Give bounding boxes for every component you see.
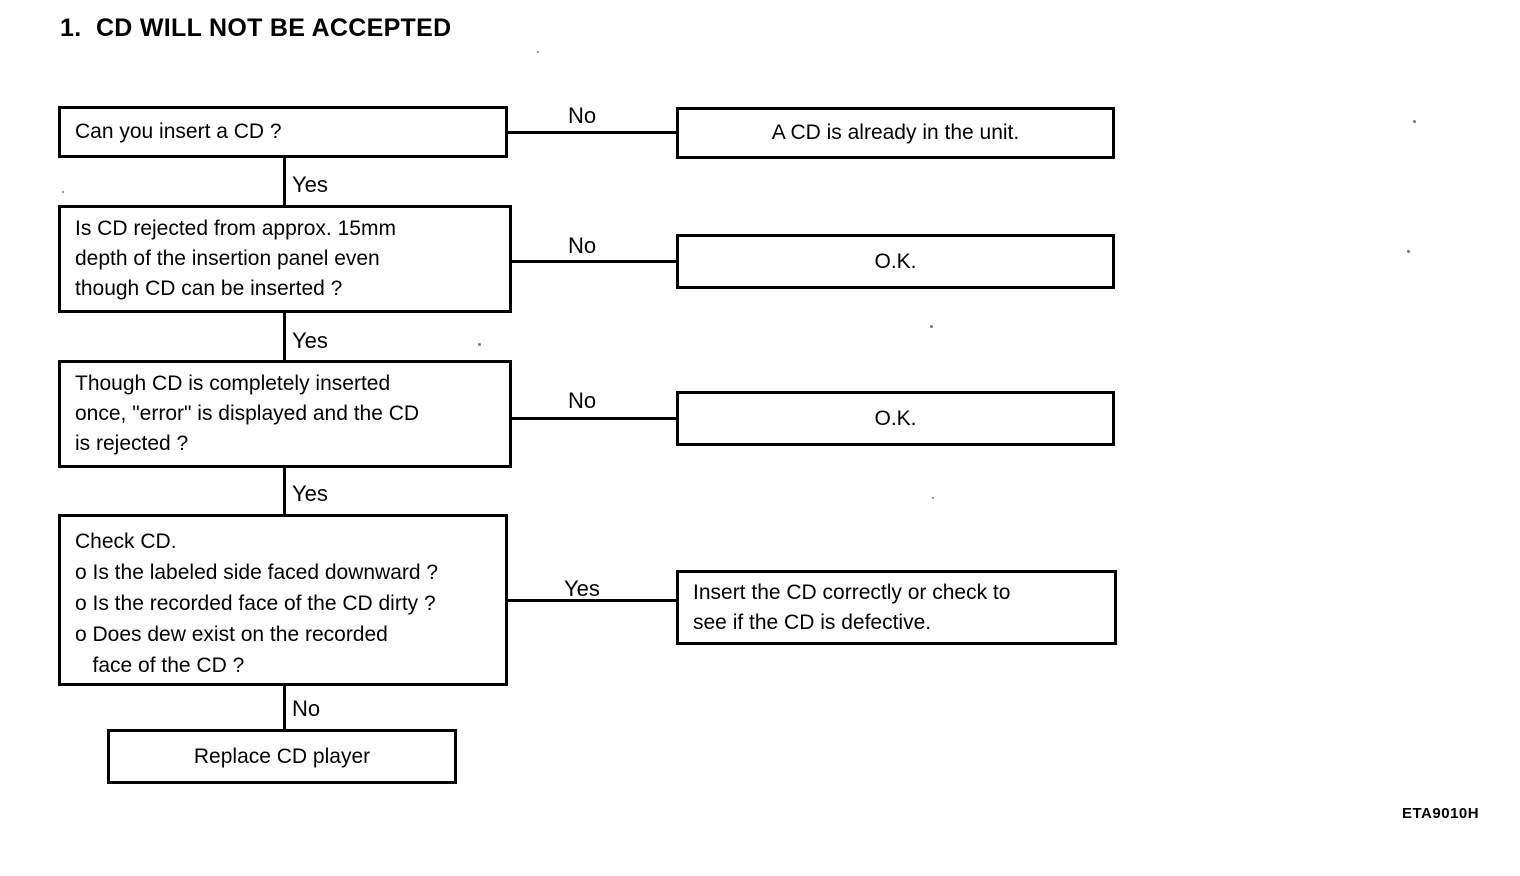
connector-q2-yes [283, 313, 286, 361]
branch-label-q4-no: No [292, 696, 321, 721]
result-box-ok-2: O.K. [676, 391, 1115, 446]
connector-q4-no [283, 686, 286, 730]
connector-q1-no [508, 131, 678, 134]
decision-box-check-cd-bullet-2: o Is the recorded face of the CD dirty ? [75, 592, 436, 615]
decision-box-error-displayed[interactable]: Though CD is completely inserted once, "… [58, 360, 512, 468]
decision-box-cd-rejected-15mm-line-1: Is CD rejected from approx. 15mm [75, 217, 396, 240]
scan-speck [930, 325, 933, 328]
scan-speck [1407, 250, 1410, 253]
decision-box-can-insert-cd[interactable]: Can you insert a CD ? [58, 106, 508, 158]
result-box-ok-2-label: O.K. [874, 406, 917, 430]
branch-label-q3-no: No [568, 388, 597, 413]
branch-label-q3-yes: Yes [292, 481, 328, 506]
scan-speck [1413, 120, 1416, 123]
decision-box-check-cd-heading: Check CD. [75, 530, 177, 553]
branch-label-q2-no: No [568, 233, 597, 258]
decision-box-cd-rejected-15mm[interactable]: Is CD rejected from approx. 15mm depth o… [58, 205, 512, 313]
decision-box-error-displayed-line-1: Though CD is completely inserted [75, 372, 391, 395]
document-code: ETA9010H [1402, 805, 1480, 822]
scan-speck [478, 343, 481, 346]
result-box-ok-1-label: O.K. [874, 249, 917, 273]
result-box-insert-cd-correctly: Insert the CD correctly or check to see … [676, 570, 1117, 645]
decision-box-cd-rejected-15mm-line-3: though CD can be inserted ? [75, 277, 343, 300]
scan-speck [537, 51, 539, 53]
result-box-cd-already-in-unit-line-1: A CD is already in the unit. [771, 121, 1020, 144]
connector-q3-no [512, 417, 678, 420]
decision-box-check-cd-bullet-3: o Does dew exist on the recorded [75, 623, 388, 646]
scan-speck [932, 497, 934, 499]
decision-box-check-cd-bullet-3-continued: face of the CD ? [75, 654, 245, 677]
result-box-insert-cd-correctly-line-2: see if the CD is defective. [693, 610, 932, 634]
result-box-cd-already-in-unit: A CD is already in the unit. [676, 107, 1115, 159]
connector-q3-yes [283, 468, 286, 516]
connector-q1-yes [283, 158, 286, 206]
scan-speck [62, 191, 64, 193]
page-title: 1. CD WILL NOT BE ACCEPTED [60, 14, 452, 42]
decision-box-error-displayed-line-3: is rejected ? [75, 432, 189, 455]
branch-label-q1-no: No [568, 103, 597, 128]
connector-q2-no [512, 260, 678, 263]
action-box-replace-cd-player-label: Replace CD player [193, 744, 371, 768]
result-box-insert-cd-correctly-line-1: Insert the CD correctly or check to [693, 580, 1011, 604]
decision-box-can-insert-cd-line-1: Can you insert a CD ? [75, 120, 282, 143]
result-box-ok-1: O.K. [676, 234, 1115, 289]
connector-q4-yes [508, 599, 678, 602]
decision-box-check-cd-bullet-1: o Is the labeled side faced downward ? [75, 561, 439, 584]
decision-box-cd-rejected-15mm-line-2: depth of the insertion panel even [75, 247, 380, 270]
branch-label-q1-yes: Yes [292, 172, 328, 197]
action-box-replace-cd-player: Replace CD player [107, 729, 457, 784]
decision-box-check-cd[interactable]: Check CD. o Is the labeled side faced do… [58, 514, 508, 686]
decision-box-error-displayed-line-2: once, "error" is displayed and the CD [75, 402, 420, 425]
branch-label-q4-yes: Yes [564, 576, 600, 601]
branch-label-q2-yes: Yes [292, 328, 328, 353]
